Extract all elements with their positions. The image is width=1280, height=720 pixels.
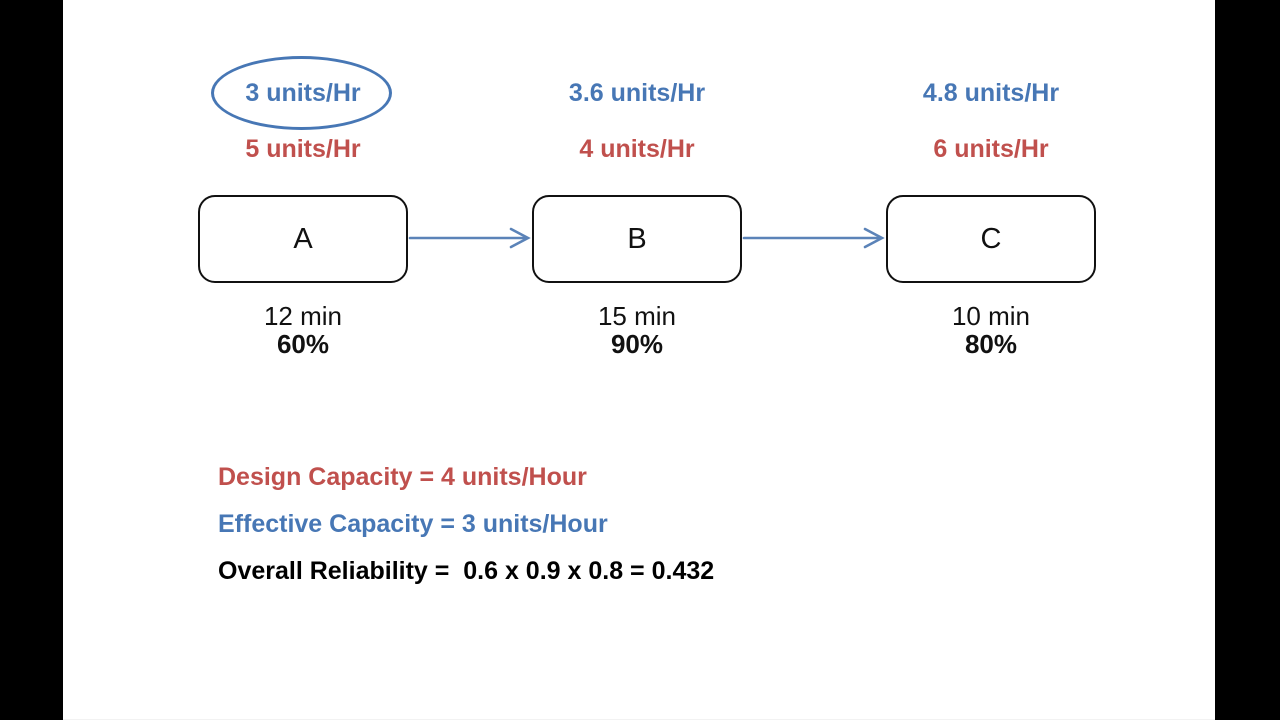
effective-capacity-summary: Effective Capacity = 3 units/Hour: [218, 510, 608, 538]
station-letter-b: B: [627, 222, 647, 255]
station-box-a: A: [198, 195, 408, 283]
reliability-label-a: 60%: [276, 329, 330, 359]
summary-block: Design Capacity = 4 units/Hour Effective…: [218, 462, 1118, 603]
overall-reliability-summary: Overall Reliability = 0.6 x 0.9 x 0.8 = …: [218, 557, 715, 585]
slide-canvas: 3 units/Hr 5 units/Hr A 12 min 60% 3.6 u…: [63, 0, 1215, 720]
highlight-ellipse: [211, 56, 392, 130]
station-letter-c: C: [980, 222, 1002, 255]
cycle-time-label-a: 12 min: [263, 301, 343, 331]
station-letter-a: A: [293, 222, 313, 255]
reliability-label-b: 90%: [610, 329, 664, 359]
station-column-b: 3.6 units/Hr 4 units/Hr B 15 min 90%: [477, 0, 797, 380]
effective-capacity-label-b: 3.6 units/Hr: [568, 79, 706, 107]
station-box-b: B: [532, 195, 742, 283]
cycle-time-label-c: 10 min: [951, 301, 1031, 331]
design-capacity-label-a: 5 units/Hr: [245, 135, 361, 163]
effective-capacity-label-c: 4.8 units/Hr: [922, 79, 1060, 107]
station-box-c: C: [886, 195, 1096, 283]
effective-capacity-label-a: 3 units/Hr: [245, 79, 361, 107]
letterbox-left: [0, 0, 63, 720]
design-capacity-label-b: 4 units/Hr: [579, 135, 695, 163]
station-column-a: 3 units/Hr 5 units/Hr A 12 min 60%: [143, 0, 463, 380]
cycle-time-label-b: 15 min: [597, 301, 677, 331]
letterbox-right: [1215, 0, 1280, 720]
station-column-c: 4.8 units/Hr 6 units/Hr C 10 min 80%: [831, 0, 1151, 380]
design-capacity-label-c: 6 units/Hr: [933, 135, 1049, 163]
reliability-label-c: 80%: [964, 329, 1018, 359]
design-capacity-summary: Design Capacity = 4 units/Hour: [218, 463, 587, 491]
